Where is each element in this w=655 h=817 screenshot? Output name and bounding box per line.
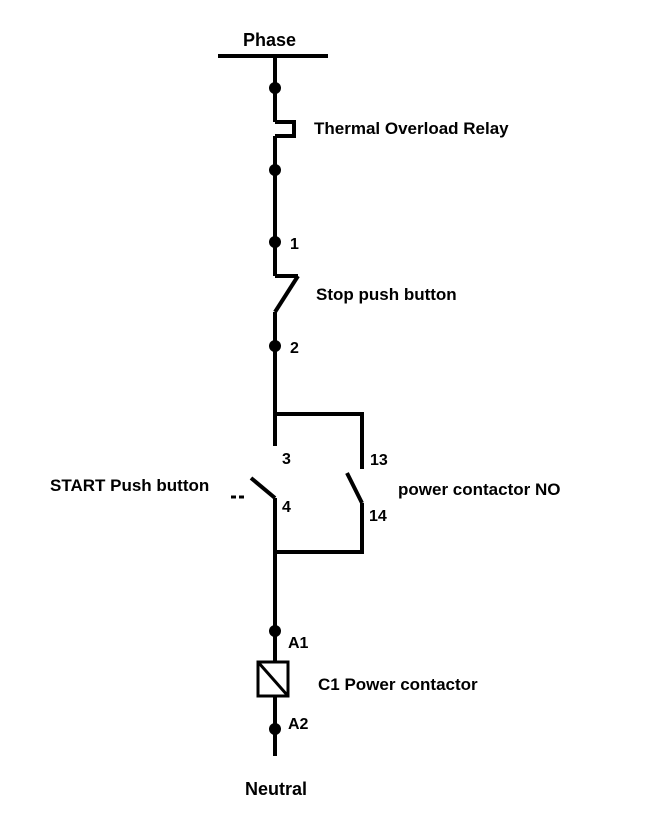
terminal-1-label: 1 [290, 236, 299, 253]
terminal-a2-label: A2 [288, 716, 309, 733]
terminal-4-label: 4 [282, 499, 291, 516]
overload-relay-label: Thermal Overload Relay [314, 119, 509, 138]
terminal-13-label: 13 [370, 452, 388, 469]
phase-label: Phase [243, 30, 296, 50]
terminal-3-label: 3 [282, 451, 291, 468]
start-contact-blade [249, 476, 277, 500]
coil-diagonal [256, 661, 290, 697]
neutral-label: Neutral [245, 779, 307, 799]
aux-contact-blade [345, 472, 364, 504]
terminal-14-label: 14 [369, 508, 387, 525]
thermal-overload-symbol [275, 120, 296, 138]
aux-contact-label: power contactor NO [398, 480, 560, 499]
terminal-2-node [269, 340, 281, 352]
terminal-1-node [269, 236, 281, 248]
stop-button-label: Stop push button [316, 285, 457, 304]
stop-contact-blade [273, 274, 300, 314]
terminal-a2-node [269, 723, 281, 735]
start-button-label: START Push button [50, 476, 209, 495]
overload-bottom-node [269, 164, 281, 176]
coil-label: C1 Power contactor [318, 675, 478, 694]
terminal-2-label: 2 [290, 340, 299, 357]
terminal-a1-node [269, 625, 281, 637]
terminal-a1-label: A1 [288, 635, 309, 652]
overload-top-node [269, 82, 281, 94]
branch-top-bar [275, 412, 364, 469]
